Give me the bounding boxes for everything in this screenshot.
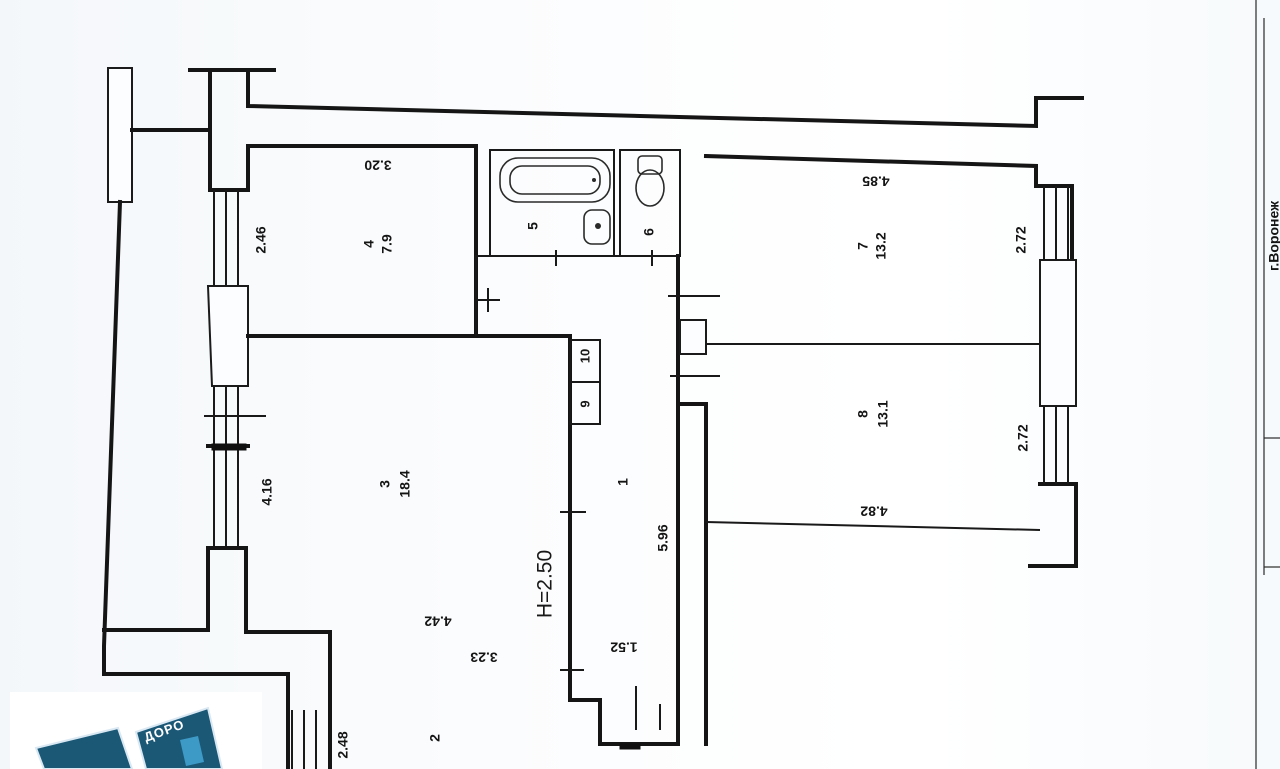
room-1-small-width: 1.52 — [610, 639, 637, 655]
bathroom-5-outline — [489, 149, 615, 257]
left-window-pier-upper — [206, 285, 249, 387]
window-left-upper — [213, 190, 239, 286]
room-3-side: 4.16 — [259, 478, 275, 505]
toilet-icon — [635, 155, 665, 207]
room-2-id: 2 — [427, 734, 443, 742]
watermark-logo: ДОРО — [10, 692, 262, 769]
top-outer-wall — [246, 68, 1084, 129]
room-7-side: 2.72 — [1013, 226, 1029, 253]
room-6-id: 6 — [641, 228, 657, 236]
window-right-upper — [1043, 186, 1069, 260]
right-door-pier — [679, 319, 707, 355]
room-7-top-wall — [703, 153, 1074, 260]
window-left-middle — [204, 386, 266, 446]
room-3-area: 18.4 — [397, 470, 413, 497]
room-1-id: 1 — [615, 478, 631, 486]
right-rooms-left-wall — [678, 402, 708, 746]
room-4-wall — [208, 68, 478, 336]
room-1-length: 5.96 — [655, 524, 671, 551]
room-3-wall — [246, 334, 572, 634]
bathtub-icon — [499, 157, 611, 203]
room-8-side: 2.72 — [1015, 424, 1031, 451]
room-7-id: 7 — [855, 242, 871, 250]
left-lower-wall — [206, 546, 332, 769]
right-window-pier — [1039, 259, 1077, 407]
left-window-bar — [211, 443, 247, 451]
city-side-text: г.Воронеж — [1266, 200, 1280, 271]
room-2-top: 3.23 — [470, 649, 497, 665]
room-7-area: 13.2 — [873, 232, 889, 259]
window-left-lower — [213, 450, 239, 546]
room-4-id: 4 — [361, 240, 377, 248]
entry-step — [619, 743, 641, 750]
closets-9-10-outline — [569, 339, 601, 425]
room-3-bottom: 4.42 — [424, 613, 451, 629]
door-markers — [476, 250, 720, 730]
room-3-id: 3 — [377, 480, 393, 488]
room-4-width: 3.20 — [364, 157, 391, 173]
window-bottom-left — [291, 710, 317, 769]
upper-left-balcony — [107, 67, 133, 203]
room-8-id: 8 — [855, 410, 871, 418]
room-7-top: 4.85 — [862, 173, 889, 189]
room-5-id: 5 — [525, 222, 541, 230]
room-2-side: 2.48 — [335, 731, 351, 758]
ceiling-height-label: H=2.50 — [534, 550, 557, 618]
window-right-lower — [1043, 406, 1069, 484]
right-lower-wall — [1028, 482, 1078, 568]
room-4-area: 7.9 — [379, 234, 395, 254]
left-outer-wall — [102, 199, 290, 769]
left-corner-wall — [102, 546, 210, 632]
room-4-height: 2.46 — [253, 226, 269, 253]
room-9-id: 9 — [577, 400, 592, 407]
sink-icon — [583, 209, 611, 245]
room-8-bottom: 4.82 — [860, 503, 887, 519]
room-8-area: 13.1 — [875, 400, 891, 427]
room-10-id: 10 — [577, 349, 592, 363]
room-8-bottom-partition — [705, 521, 1041, 531]
